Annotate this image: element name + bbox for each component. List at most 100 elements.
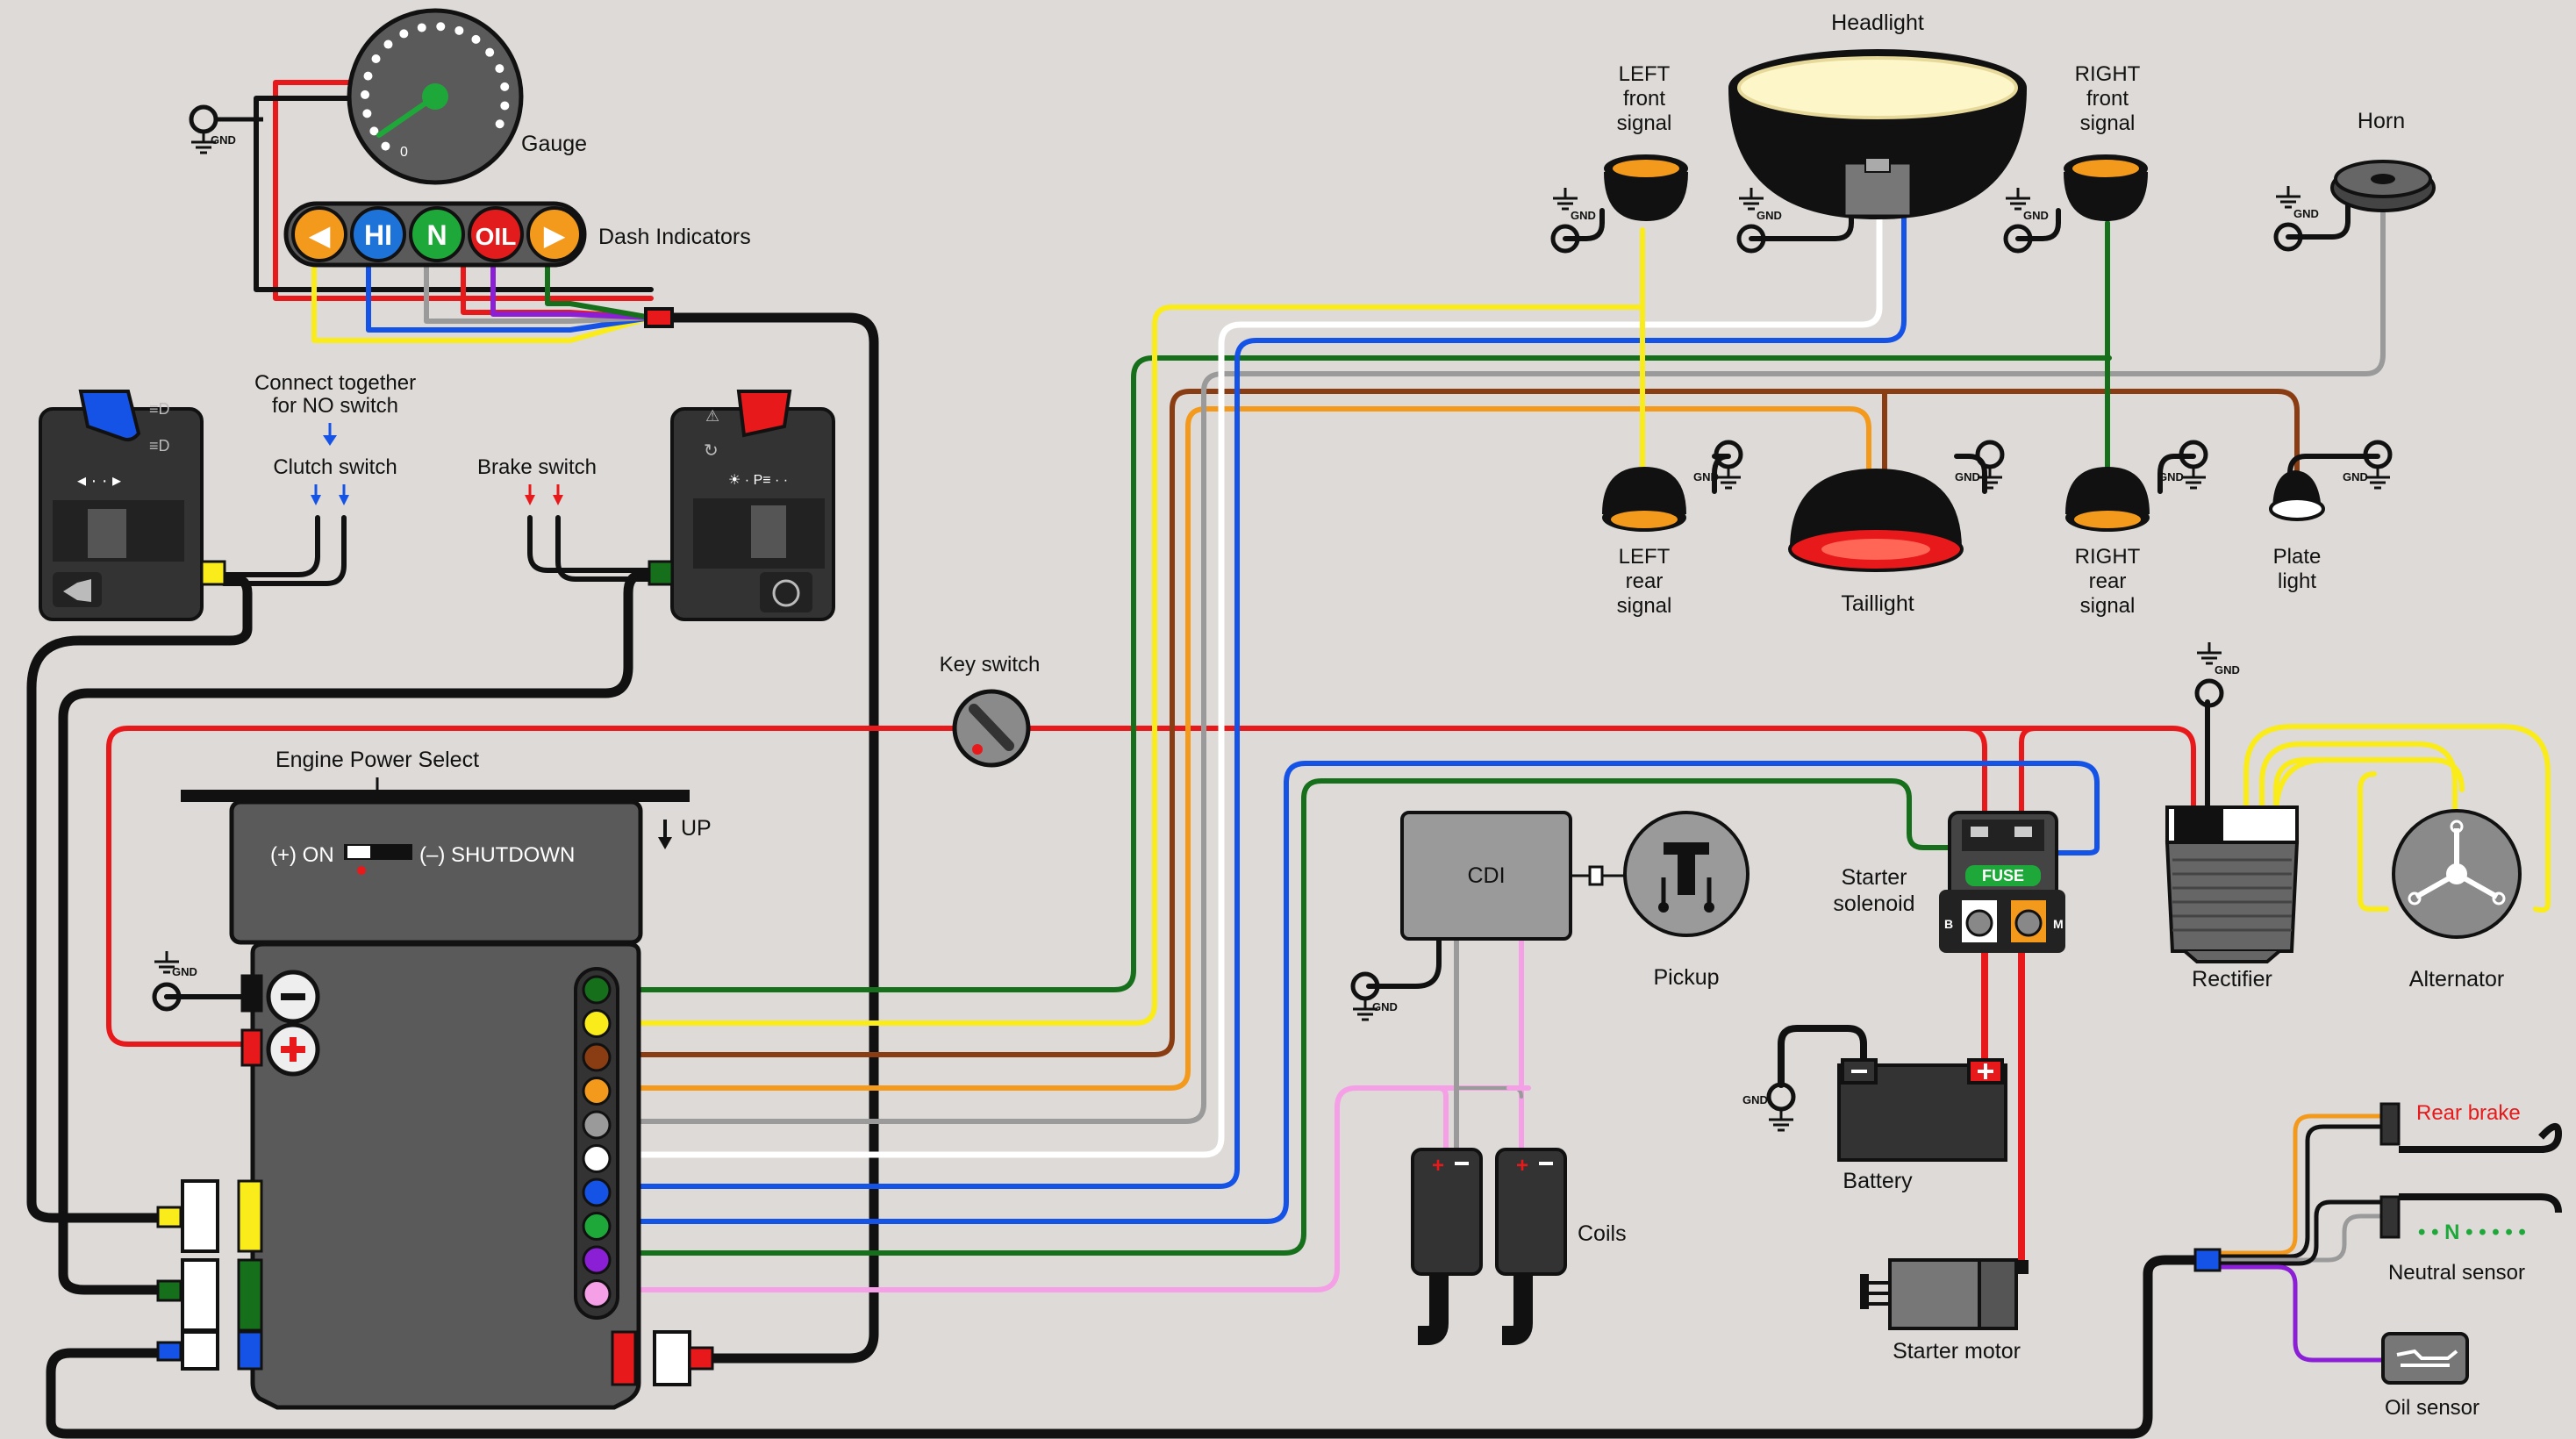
gnd-label: GND bbox=[1757, 209, 1782, 222]
starter-motor bbox=[1860, 1258, 2029, 1330]
solenoid-label-2: solenoid bbox=[1833, 891, 1914, 916]
gnd-label: GND bbox=[1693, 470, 1719, 483]
fuse-label: FUSE bbox=[1982, 867, 2024, 884]
wire-yellow-alt4 bbox=[2273, 757, 2389, 912]
harness-pin bbox=[582, 1042, 612, 1072]
starter-solenoid: FUSE B M bbox=[1939, 811, 2065, 953]
hazard-icon: ☀ · P≡ · · bbox=[728, 473, 788, 488]
wire-yellow-alt5 bbox=[2358, 771, 2377, 912]
wire-green-main bbox=[638, 355, 2112, 992]
taillight-label: Taillight bbox=[1841, 591, 1914, 616]
sensor-connector bbox=[2193, 1248, 2222, 1272]
wire-red-main bbox=[106, 726, 2196, 1047]
wire-black-neutral bbox=[2217, 1199, 2389, 1266]
indicator-label: HI bbox=[364, 219, 392, 251]
lowbeam-icon: ≡D bbox=[149, 437, 170, 455]
gauge-tick bbox=[485, 47, 495, 57]
rfs-label-2: front bbox=[2086, 87, 2129, 111]
flash-icon bbox=[772, 579, 800, 607]
gnd-gauge: GND bbox=[189, 104, 263, 154]
power-select-toggle[interactable] bbox=[347, 846, 370, 858]
shutdown-label: (–) SHUTDOWN bbox=[419, 843, 575, 867]
wire-red-solenoid-2 bbox=[2019, 726, 2038, 845]
rear-brake-sensor bbox=[2379, 1102, 2563, 1153]
wire-blue-main bbox=[638, 189, 1907, 1189]
plate-label-2: light bbox=[2278, 569, 2316, 593]
gnd-label: GND bbox=[1372, 1000, 1398, 1013]
brake-switch-label: Brake switch bbox=[477, 455, 597, 479]
turn-arrows-icon: ◂ · · ▸ bbox=[77, 471, 121, 490]
horn-button-icon bbox=[63, 579, 91, 602]
harness-pin bbox=[582, 975, 612, 1005]
indicator-label: ◀ bbox=[309, 219, 331, 251]
gnd-ecu: GND bbox=[152, 949, 197, 1012]
gauge-tick bbox=[500, 82, 510, 91]
cdi-unit: CDI bbox=[1400, 811, 1572, 941]
left-handlebar-switch[interactable]: ≡D ≡D ◂ · · ▸ bbox=[39, 390, 226, 621]
rear-brake-label: Rear brake bbox=[2416, 1101, 2521, 1125]
oil-can-icon bbox=[2396, 1349, 2458, 1367]
plate-light bbox=[2269, 470, 2325, 521]
dash-indicators-label: Dash Indicators bbox=[598, 225, 751, 249]
wire-bgreen-main bbox=[638, 761, 2100, 1224]
lrs-label-1: LEFT bbox=[1619, 545, 1671, 569]
wire-black-brake bbox=[2217, 1124, 2389, 1259]
lfs-label-3: signal bbox=[1617, 111, 1672, 135]
indicator-light bbox=[468, 206, 524, 262]
key-switch-label: Key switch bbox=[940, 653, 1041, 677]
harness-pin bbox=[582, 1178, 612, 1207]
gauge-tick bbox=[454, 25, 464, 35]
engine-power-select[interactable]: (+) ON (–) SHUTDOWN bbox=[229, 799, 643, 945]
right-rear-signal bbox=[2065, 467, 2150, 532]
gauge-tick bbox=[362, 109, 372, 118]
cdi-label: CDI bbox=[1467, 863, 1505, 888]
key-switch[interactable] bbox=[952, 689, 1031, 768]
gnd-lead-battery bbox=[1778, 1025, 1867, 1088]
gauge-tick bbox=[363, 71, 373, 81]
wire-brake-lead bbox=[527, 515, 661, 573]
ecu-connectors bbox=[156, 1179, 714, 1386]
rrs-label-1: RIGHT bbox=[2075, 545, 2141, 569]
coils-label: Coils bbox=[1578, 1221, 1627, 1246]
clutch-switch-label: Clutch switch bbox=[273, 455, 397, 479]
left-rear-signal bbox=[1602, 467, 1686, 532]
gauge-tick bbox=[381, 141, 390, 151]
gauge-tick bbox=[436, 22, 446, 32]
lrs-label-3: signal bbox=[1617, 594, 1672, 618]
starter-motor-label: Starter motor bbox=[1893, 1339, 2021, 1364]
indicator-label: OIL bbox=[476, 223, 517, 250]
harness-pin bbox=[582, 1279, 612, 1308]
solenoid-m-label: M bbox=[2053, 917, 2064, 931]
right-handlebar-switch[interactable]: ⚠ ↻ ☀ · P≡ · · bbox=[648, 390, 835, 621]
gnd-label: GND bbox=[172, 965, 197, 978]
gnd-lead-rrs bbox=[2157, 454, 2196, 494]
wire-yellow-main bbox=[638, 304, 1643, 1026]
neutral-dots: • • N • • • • • bbox=[2418, 1221, 2526, 1244]
rfs-label-1: RIGHT bbox=[2075, 62, 2141, 86]
harness-pin bbox=[582, 1009, 612, 1038]
gauge-tick bbox=[369, 126, 379, 136]
wire-pink-main bbox=[638, 1085, 1529, 1292]
wire-yellow-alt3 bbox=[2273, 757, 2465, 819]
indicator-label: ▶ bbox=[544, 219, 566, 251]
connect-note-line2: for NO switch bbox=[272, 394, 398, 418]
harness-pin bbox=[582, 1110, 612, 1140]
harness-pin bbox=[582, 1077, 612, 1106]
gnd-lead-hl bbox=[1749, 197, 1854, 241]
wire-orange-main bbox=[638, 406, 1871, 1091]
alternator-label: Alternator bbox=[2409, 967, 2504, 992]
gauge-tick bbox=[471, 34, 481, 44]
ignition-coils: + + bbox=[1411, 1148, 1567, 1345]
gnd-label: GND bbox=[2343, 470, 2368, 483]
gauge-tick bbox=[495, 64, 504, 74]
indicator-light bbox=[291, 206, 347, 262]
gauge-zero-label: 0 bbox=[400, 145, 408, 160]
wires bbox=[26, 80, 2551, 1439]
cable-bottom bbox=[46, 1255, 2216, 1439]
engine-power-select-label: Engine Power Select bbox=[275, 748, 479, 772]
lrs-label-2: rear bbox=[1626, 569, 1664, 593]
wire-pink-coil2 bbox=[1354, 1085, 1449, 1150]
pickup-label: Pickup bbox=[1653, 965, 1719, 990]
